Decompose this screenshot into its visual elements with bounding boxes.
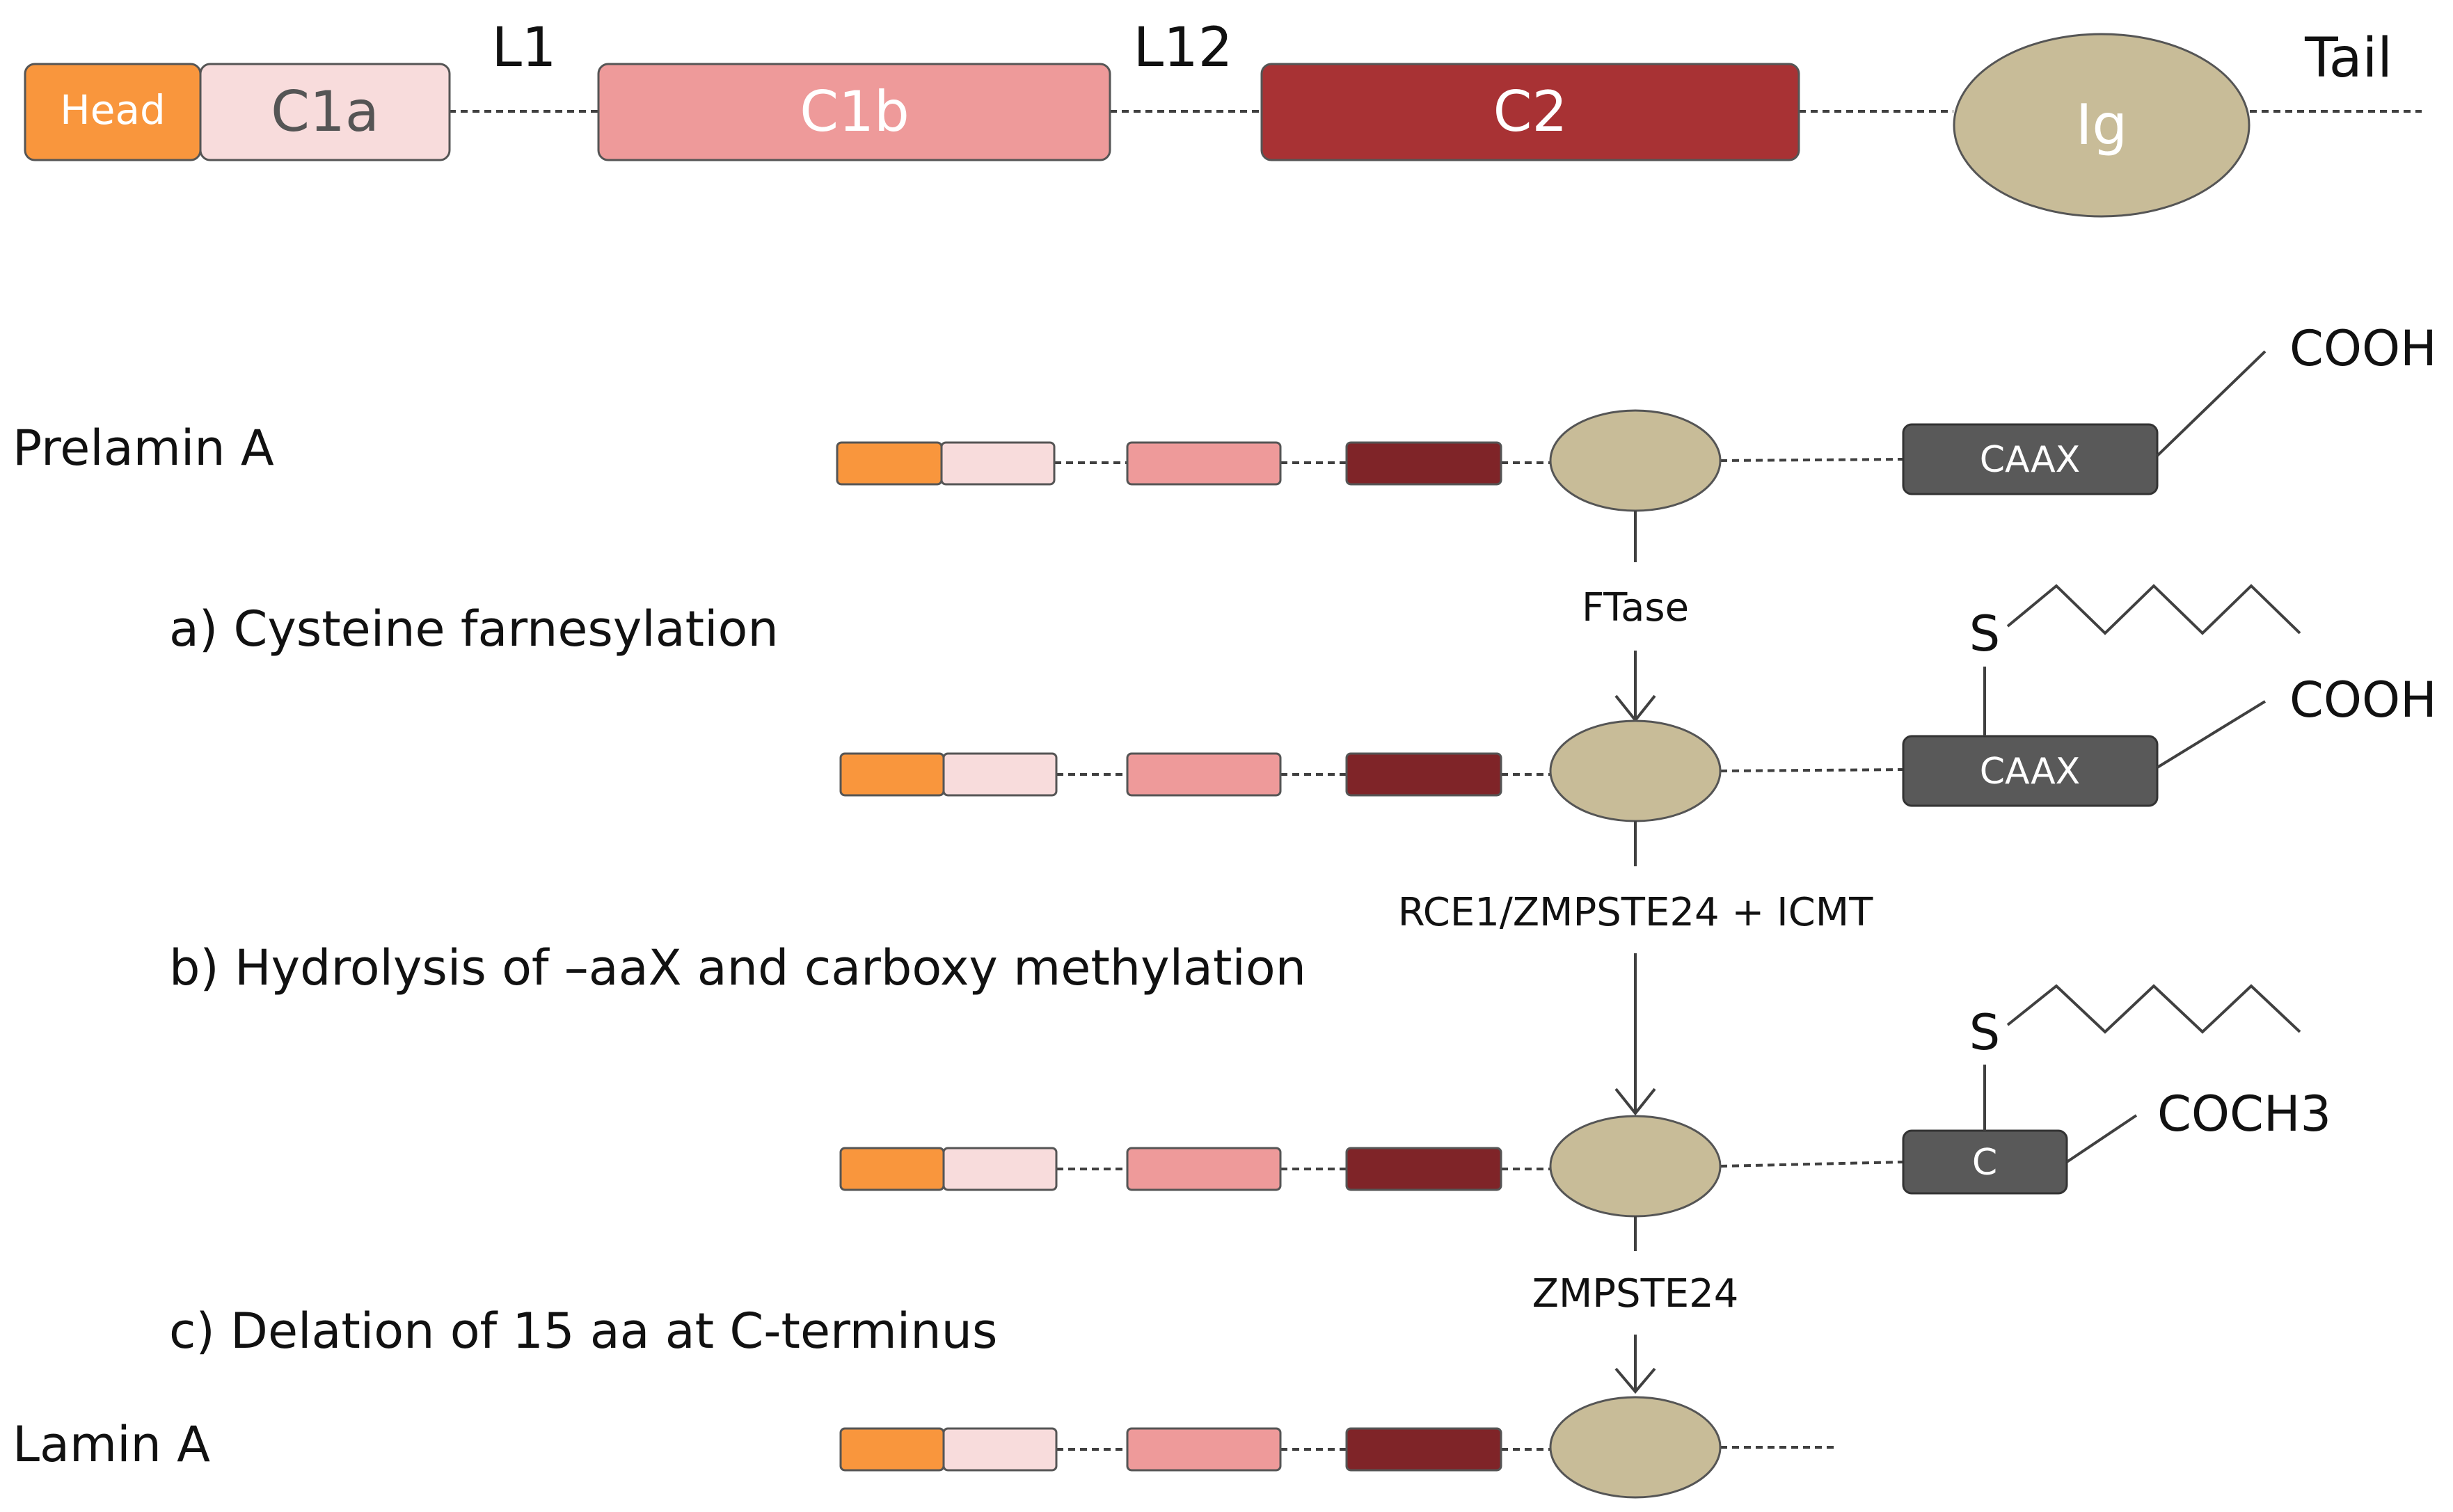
c2-domain-small bbox=[1345, 441, 1502, 486]
head-domain-small bbox=[839, 1427, 945, 1472]
cooh-bond-line bbox=[2156, 700, 2267, 769]
step-b-label: b) Hydrolysis of –aaX and carboxy methyl… bbox=[169, 939, 1306, 996]
caax-label: CAAX bbox=[1980, 439, 2081, 481]
linker-line bbox=[1720, 458, 1904, 462]
linker-line bbox=[1720, 1161, 1904, 1168]
c2-label: C2 bbox=[1493, 79, 1568, 144]
caax-box bbox=[1902, 423, 2159, 495]
c1b-domain bbox=[597, 63, 1111, 161]
lamin-a-label: Lamin A bbox=[13, 1416, 210, 1473]
c1a-label: C1a bbox=[271, 79, 379, 144]
c1b-label: C1b bbox=[800, 79, 910, 144]
ig-domain-small bbox=[1549, 409, 1722, 512]
caax-box bbox=[1902, 735, 2159, 807]
c1b-domain-small bbox=[1126, 752, 1282, 797]
ftase-label: FTase bbox=[1582, 585, 1689, 630]
c1b-domain-small bbox=[1126, 1427, 1282, 1472]
c1b-domain-small bbox=[1126, 441, 1282, 486]
coch3-bond-line bbox=[2065, 1114, 2138, 1163]
zmpste24-label: ZMPSTE24 bbox=[1532, 1271, 1739, 1316]
arrow-head bbox=[1614, 1088, 1656, 1116]
l12-label: L12 bbox=[1134, 17, 1233, 79]
row-methylated: C COCH3 S bbox=[839, 984, 2331, 1218]
head-domain-small bbox=[836, 441, 943, 486]
rce1-icmt-label: RCE1/ZMPSTE24 + ICMT bbox=[1398, 890, 1873, 935]
farnesyl-chain bbox=[2006, 984, 2301, 1034]
c1b-domain-small bbox=[1126, 1147, 1282, 1191]
sulfur-label: S bbox=[1969, 605, 2000, 662]
c2-domain bbox=[1260, 63, 1800, 161]
top-domain-structure: Head C1a C1b C2 Ig L1 L12 Tail bbox=[24, 17, 2422, 218]
row-farnesylated: CAAX COOH S bbox=[839, 584, 2437, 822]
ig-domain-small bbox=[1549, 1396, 1722, 1499]
linker-line bbox=[1720, 768, 1904, 772]
cooh-label: COOH bbox=[2289, 320, 2437, 377]
head-domain-small bbox=[839, 1147, 945, 1191]
c1a-domain-small bbox=[942, 752, 1058, 797]
sulfur-label: S bbox=[1969, 1004, 2000, 1061]
farnesyl-chain bbox=[2006, 584, 2301, 635]
row-lamin-a: Lamin A bbox=[13, 1396, 1834, 1499]
ig-domain bbox=[1953, 33, 2250, 218]
head-domain-small bbox=[839, 752, 945, 797]
ig-label: Ig bbox=[2076, 93, 2127, 157]
c1a-domain-small bbox=[942, 1147, 1058, 1191]
head-label: Head bbox=[60, 86, 166, 134]
l1-label: L1 bbox=[491, 17, 556, 79]
prelamin-a-label: Prelamin A bbox=[13, 420, 274, 477]
ig-domain-small bbox=[1549, 719, 1722, 822]
c1a-domain-small bbox=[942, 1427, 1058, 1472]
caax-label: CAAX bbox=[1980, 751, 2081, 793]
cooh-bond-line bbox=[2156, 350, 2267, 457]
ig-domain-small bbox=[1549, 1115, 1722, 1218]
c2-domain-small bbox=[1345, 1427, 1502, 1472]
coch3-label: COCH3 bbox=[2157, 1085, 2331, 1143]
cooh-label: COOH bbox=[2289, 671, 2437, 729]
step-c-label: c) Delation of 15 aa at C-terminus bbox=[169, 1303, 997, 1360]
arrow-head bbox=[1614, 1367, 1656, 1394]
c2-domain-small bbox=[1345, 1147, 1502, 1191]
row-prelamin-a: Prelamin A CAAX COOH bbox=[13, 320, 2437, 512]
c1a-domain bbox=[199, 63, 451, 161]
c2-domain-small bbox=[1345, 752, 1502, 797]
c1a-domain-small bbox=[940, 441, 1056, 486]
step-a-label: a) Cysteine farnesylation bbox=[169, 600, 779, 658]
c-box-label: C bbox=[1972, 1142, 1997, 1184]
tail-label: Tail bbox=[2304, 27, 2392, 90]
